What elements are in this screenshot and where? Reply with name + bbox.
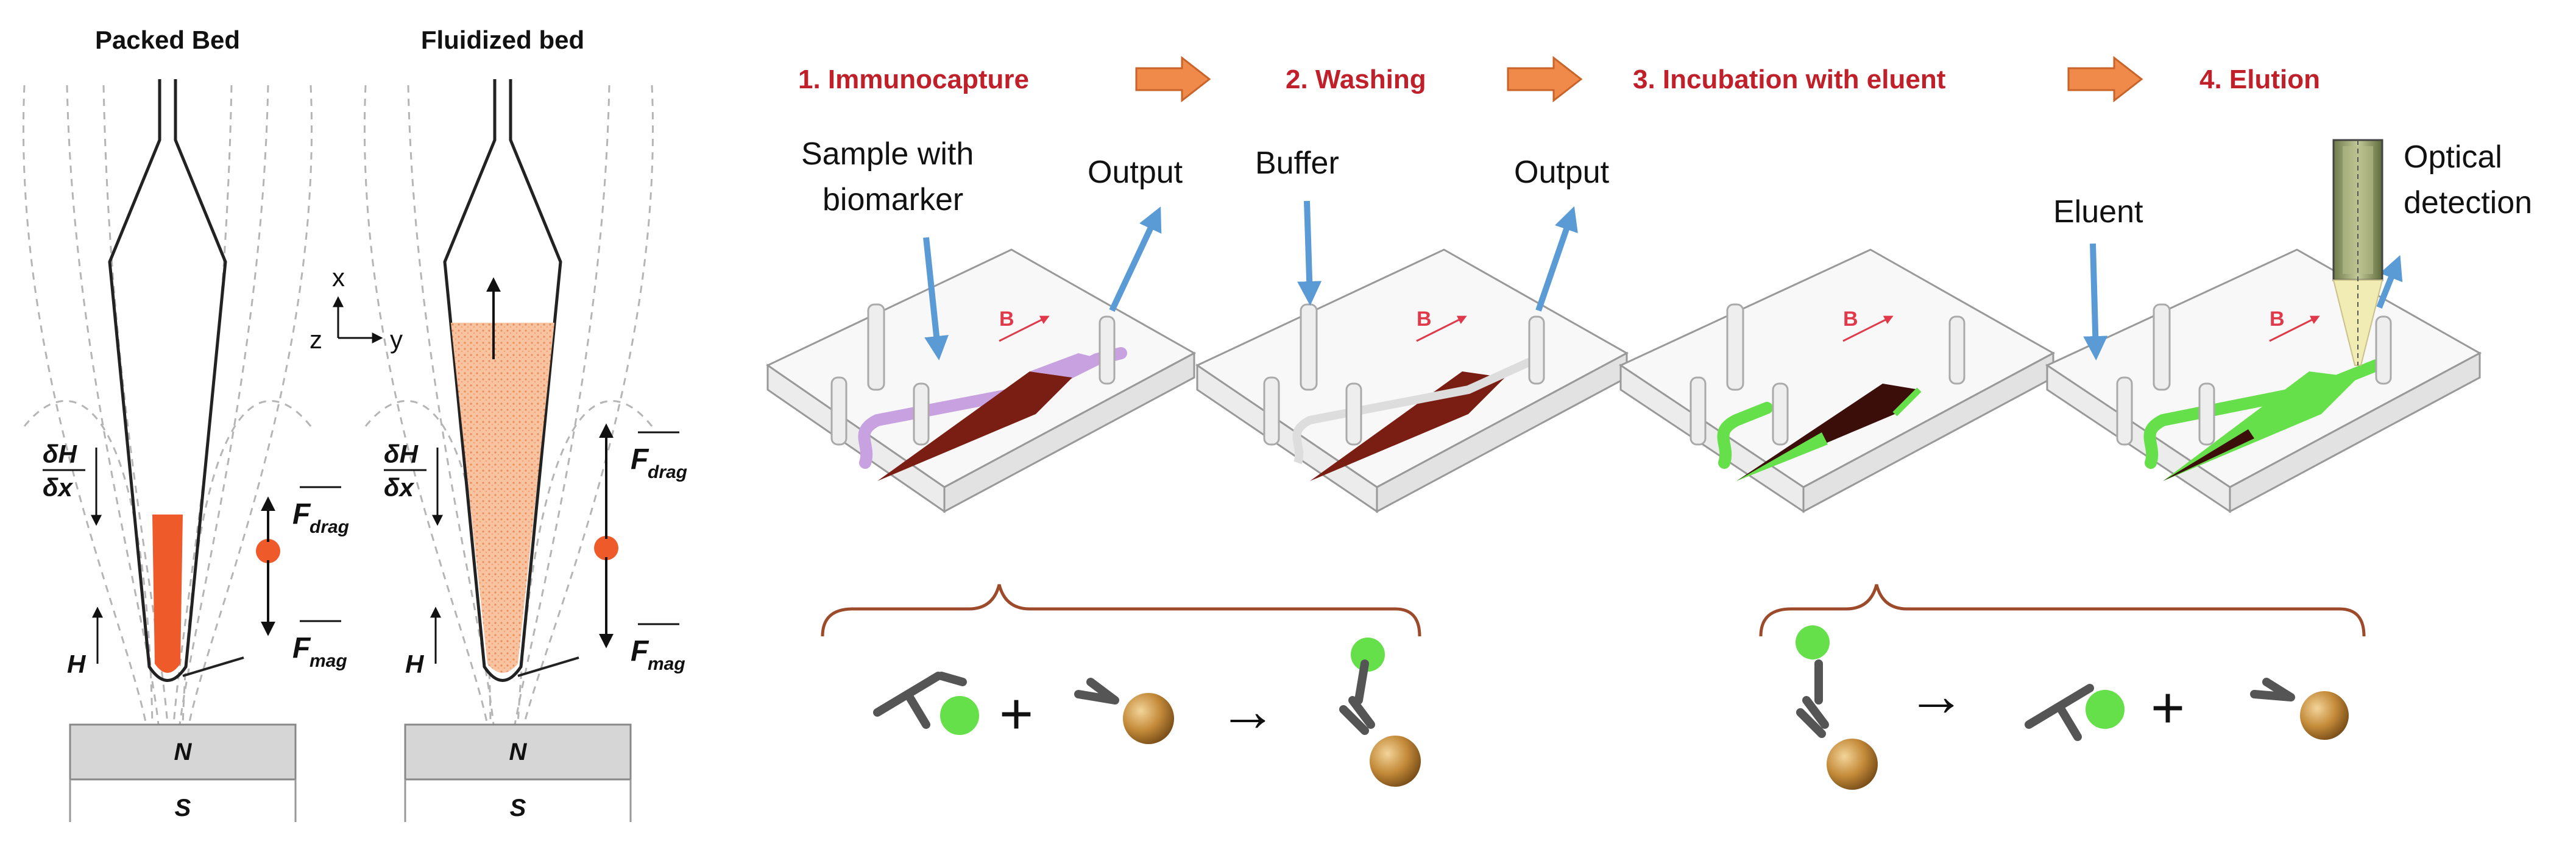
fluidized-magnet: N S [404, 723, 632, 822]
svg-text:B: B [1843, 308, 1858, 331]
chip-incubation: B [1618, 248, 2056, 513]
sample-label-2: biomarker [823, 182, 963, 217]
svg-text:F: F [292, 632, 311, 664]
step-arrows [1135, 55, 2143, 103]
step-4-title: 4. Elution [2199, 65, 2320, 94]
svg-text:F: F [292, 498, 311, 530]
elution-equation: → + [1796, 625, 2349, 790]
svg-text:z: z [310, 325, 322, 354]
svg-text:H: H [67, 650, 87, 678]
step-arrow-1 [1135, 55, 1211, 103]
step-1-title: 1. Immunocapture [798, 65, 1029, 94]
axes-indicator: x y z [310, 263, 403, 354]
svg-text:δx: δx [43, 473, 74, 502]
captured-complex-2 [1796, 625, 1878, 790]
output-label-2: Output [1514, 155, 1610, 190]
capture-equation: + → [873, 638, 1421, 787]
step-arrow-3 [2067, 55, 2143, 103]
braces [821, 584, 2366, 637]
packed-magnet: N S [69, 723, 297, 822]
svg-text:δH: δH [384, 440, 419, 468]
svg-text:S: S [510, 795, 526, 821]
svg-text:B: B [2270, 308, 2285, 331]
chip-immunocapture: B [766, 206, 1197, 513]
svg-text:B: B [999, 308, 1014, 331]
fluidized-bed-panel: Fluidized bed x y z δH δx H [310, 26, 687, 822]
annotations: Sample with biomarker Output Buffer Outp… [801, 136, 2532, 230]
packed-bed-title: Packed Bed [95, 26, 240, 54]
antibody-with-bead [1074, 678, 1174, 744]
particle [256, 539, 280, 563]
fluidized-axis-labels: δH δx H [384, 440, 443, 678]
brace-right [1759, 584, 2366, 637]
captured-complex [1339, 638, 1421, 787]
free-bead [2250, 678, 2349, 740]
svg-text:N: N [174, 739, 193, 765]
antibody-with-biomarker [873, 672, 979, 735]
fluidized-bed-column [443, 79, 579, 682]
svg-text:B: B [1417, 308, 1432, 331]
chip-washing: B [1195, 200, 1629, 513]
reaction-arrow: → [1219, 678, 1277, 743]
field-lines-2 [363, 85, 654, 725]
packed-particles [152, 515, 183, 673]
reaction-arrow-2: → [1907, 663, 1966, 728]
svg-text:drag: drag [310, 517, 349, 537]
svg-text:δH: δH [43, 440, 78, 468]
svg-text:H: H [405, 650, 425, 678]
svg-text:F: F [631, 635, 649, 667]
fluidized-particles [451, 323, 554, 673]
step-headers: 1. Immunocapture 2. Washing 3. Incubatio… [798, 65, 2320, 94]
plus-sign-2: + [2151, 675, 2185, 740]
buffer-label: Buffer [1255, 146, 1339, 181]
fluidized-bed-title: Fluidized bed [421, 26, 584, 54]
svg-text:S: S [175, 795, 191, 821]
svg-text:F: F [631, 443, 649, 476]
step-3-title: 3. Incubation with eluent [1633, 65, 1946, 94]
fluidized-force-diagram: F drag F mag [594, 423, 687, 674]
step-2-title: 2. Washing [1286, 65, 1426, 94]
svg-text:mag: mag [310, 651, 347, 671]
svg-text:x: x [332, 263, 345, 292]
output-label-1: Output [1088, 155, 1183, 190]
svg-text:δx: δx [384, 473, 415, 502]
packed-bed-column [108, 79, 244, 682]
chip-elution: B [2045, 139, 2482, 513]
optical-label-1: Optical [2404, 139, 2502, 175]
sample-label-1: Sample with [801, 136, 974, 172]
free-antibody-biomarker [2025, 684, 2125, 741]
optical-label-2: detection [2404, 185, 2532, 220]
plus-sign: + [999, 681, 1033, 747]
eluent-label: Eluent [2053, 194, 2143, 230]
step-arrow-2 [1507, 55, 1583, 103]
brace-left [821, 584, 1421, 637]
optical-detector [2332, 139, 2383, 366]
svg-text:N: N [509, 739, 528, 765]
svg-text:drag: drag [648, 462, 687, 482]
svg-text:mag: mag [648, 654, 685, 674]
packed-axis-labels: δH δx H [43, 440, 103, 678]
svg-text:y: y [390, 325, 403, 354]
packed-bed-panel: Packed Bed δH δx H F [22, 26, 349, 822]
packed-force-diagram: F drag F mag [256, 486, 349, 671]
